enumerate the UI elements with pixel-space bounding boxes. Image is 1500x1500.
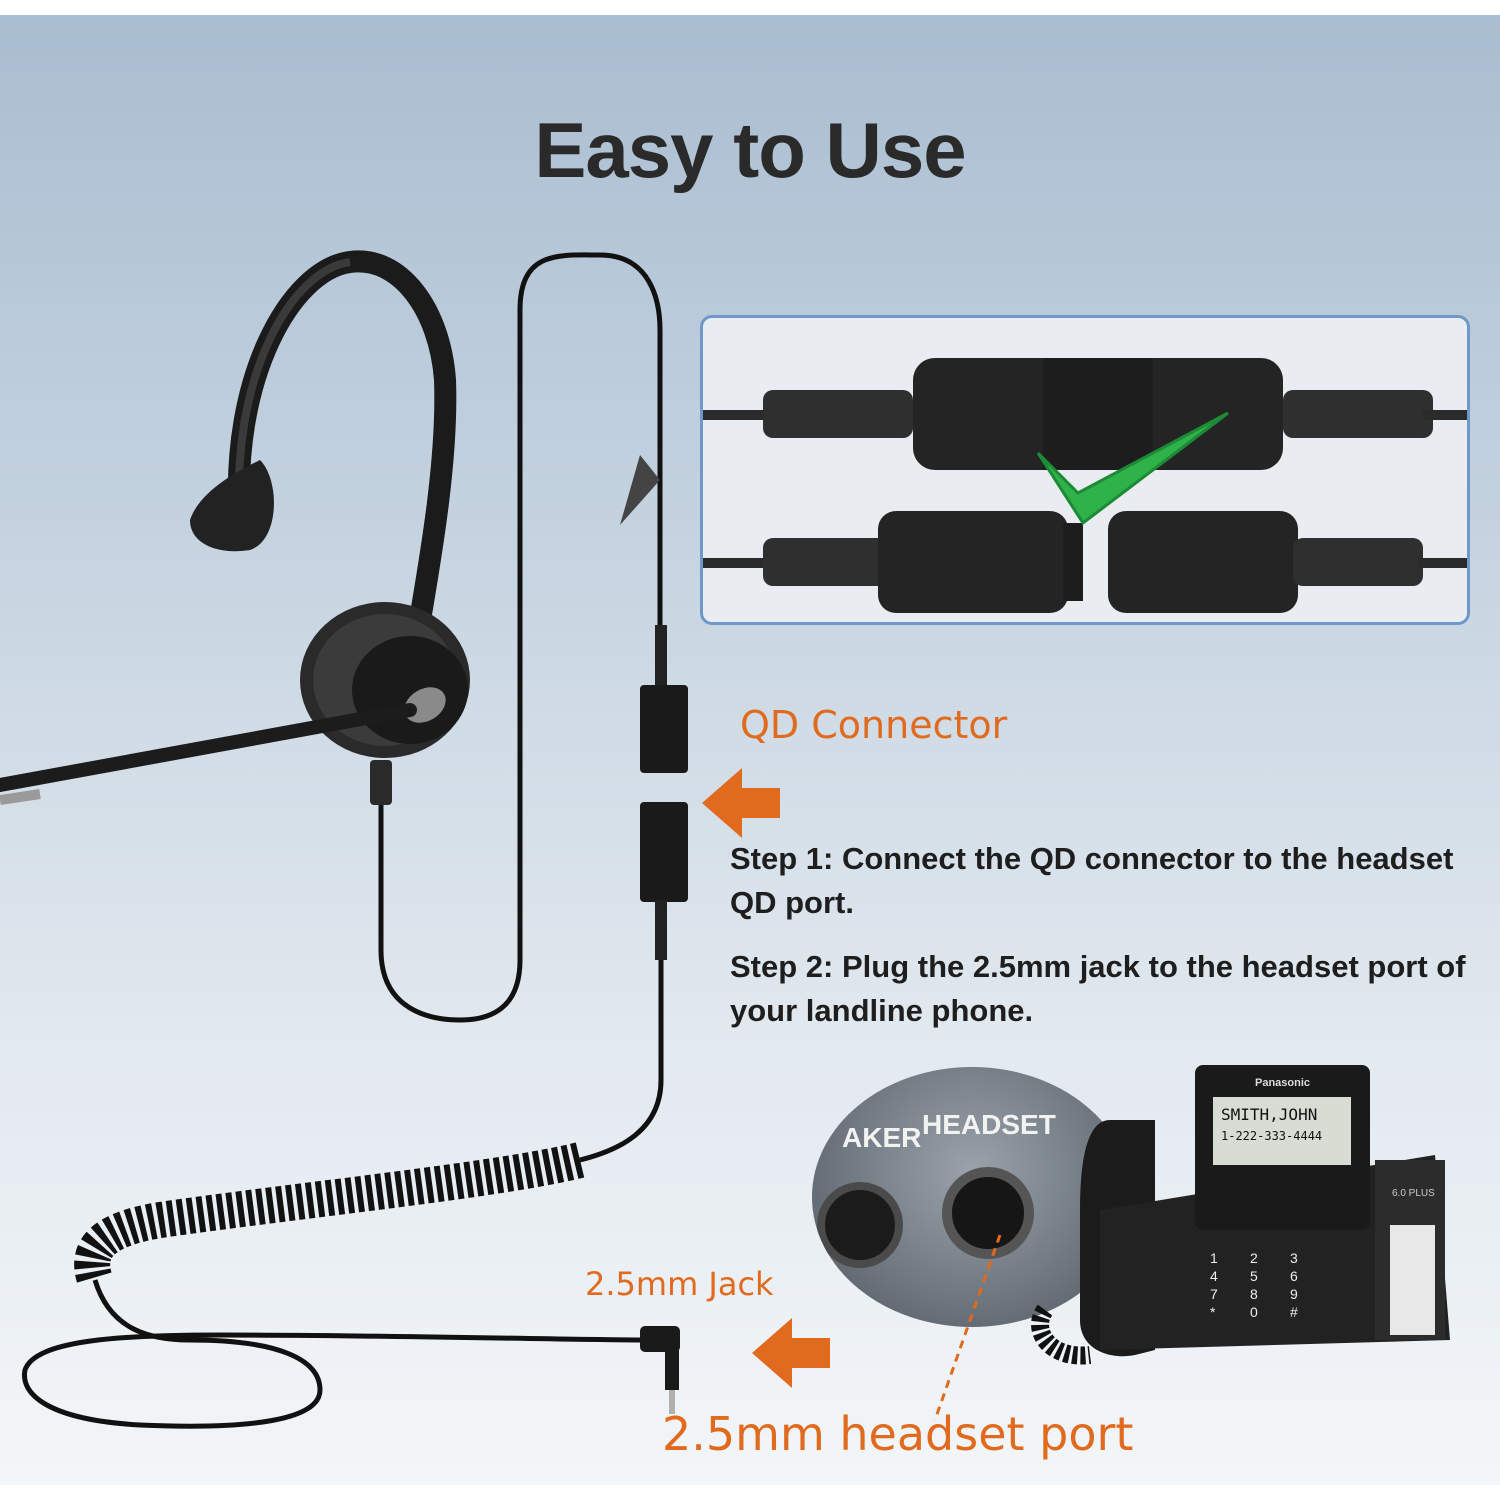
port-pointer-line [933, 1234, 1002, 1421]
key-8: 8 [1250, 1286, 1258, 1302]
headset-port-zoom: AKER HEADSET [812, 1067, 1132, 1327]
headset-port-label: 2.5mm headset port [662, 1407, 1134, 1461]
phone-display: Panasonic SMITH,JOHN 1-222-333-4444 [1195, 1065, 1370, 1230]
headset-illustration [0, 250, 688, 1429]
key-0: 0 [1250, 1304, 1258, 1320]
key-5: 5 [1250, 1268, 1258, 1284]
qd-connector-diagram [703, 358, 1467, 613]
phone-keypad: 1 2 3 4 5 6 7 8 9 * 0 # [1210, 1250, 1330, 1320]
step-2-text: Step 2: Plug the 2.5mm jack to the heads… [730, 949, 1466, 1028]
product-infographic: Easy to Use [0, 15, 1500, 1485]
speaker-jack-hole [817, 1182, 903, 1268]
key-4: 4 [1210, 1268, 1218, 1284]
jack-label: 2.5mm Jack [585, 1265, 774, 1303]
port-label-headset: HEADSET [922, 1109, 1056, 1140]
key-7: 7 [1210, 1286, 1218, 1302]
qd-connection-inset [700, 315, 1470, 625]
key-6: 6 [1290, 1268, 1298, 1284]
key-9: 9 [1290, 1286, 1298, 1302]
port-label-speaker: AKER [842, 1122, 922, 1153]
key-3: 3 [1290, 1250, 1298, 1266]
key-2: 2 [1250, 1250, 1258, 1266]
display-name: SMITH,JOHN [1221, 1105, 1318, 1124]
headset-jack-hole [942, 1167, 1034, 1259]
page-title: Easy to Use [534, 106, 966, 194]
left-arrow-icon [752, 1318, 830, 1388]
left-arrow-icon [702, 768, 780, 838]
display-number: 1-222-333-4444 [1221, 1129, 1323, 1143]
model-badge: 6.0 PLUS [1392, 1188, 1435, 1199]
phone-brand: Panasonic [1255, 1077, 1311, 1089]
check-mark-icon [1036, 411, 1229, 526]
step-1-text: Step 1: Connect the QD connector to the … [730, 841, 1454, 920]
key-hash: # [1290, 1304, 1298, 1320]
key-1: 1 [1210, 1250, 1218, 1266]
qd-connector-label: QD Connector [740, 703, 1008, 747]
key-star: * [1210, 1304, 1216, 1320]
landline-phone: Panasonic SMITH,JOHN 1-222-333-4444 6.0 … [1031, 1060, 1460, 1370]
